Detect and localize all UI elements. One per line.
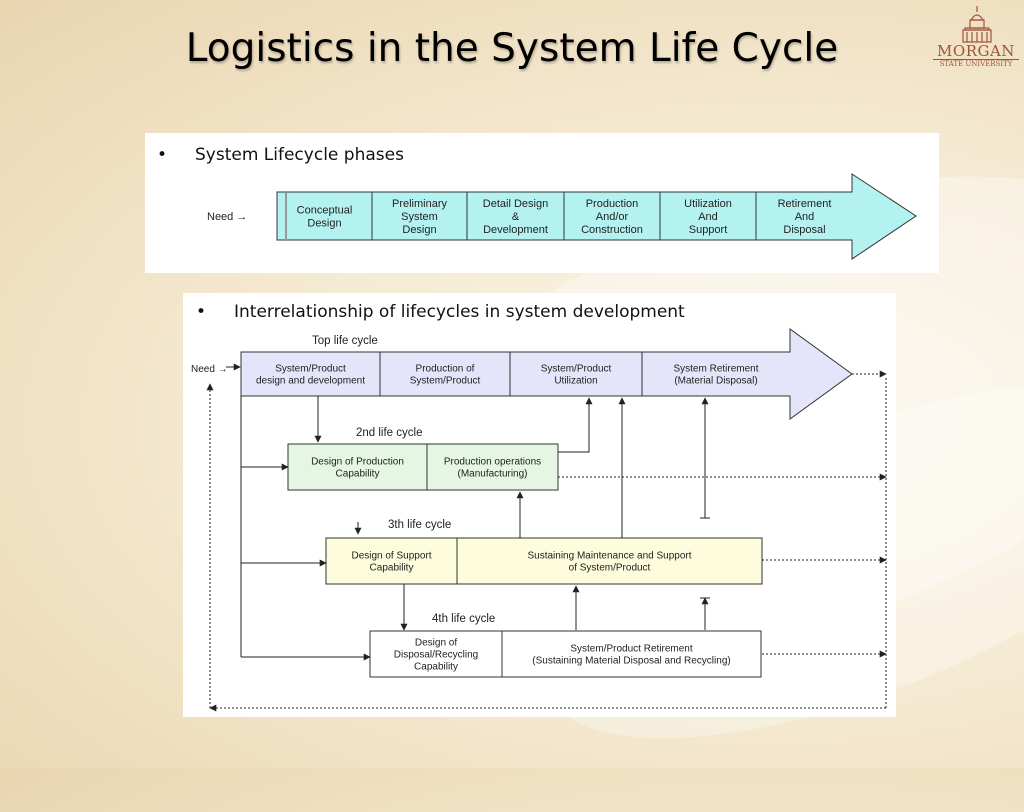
second-cycle-box [426, 443, 559, 491]
top-cycle-label: System Retirement [673, 364, 758, 375]
lifecycle-diagram: Need → ConceptualDesignPreliminarySystem… [191, 173, 917, 712]
third-life-cycle-title: 3th life cycle [388, 519, 451, 531]
phase-label: Development [483, 224, 548, 236]
second-life-cycle-title: 2nd life cycle [356, 427, 422, 439]
phase-label: Design [402, 224, 436, 236]
top-cycle-label: Production of [416, 364, 475, 375]
slide-title: Logistics in the System Life Cycle [185, 26, 839, 71]
phase-label: And [698, 211, 718, 223]
third-cycle-box [325, 537, 458, 585]
phase-label: Detail Design [483, 198, 548, 210]
bullet-mark: • [157, 145, 168, 165]
top-cycle-label: System/Product [275, 364, 346, 375]
phase-label: Disposal [783, 224, 825, 236]
phase-label: & [512, 211, 520, 223]
need-label: Need → [191, 364, 228, 375]
connector-lines [226, 363, 710, 661]
third-cycle-label: of System/Product [569, 563, 651, 574]
third-cycle-label: Sustaining Maintenance and Support [527, 551, 691, 562]
fourth-cycle-label: System/Product Retirement [570, 644, 692, 655]
phase-label: And/or [596, 211, 629, 223]
phase-label: Utilization [684, 198, 732, 210]
second-cycle-label: Design of Production [311, 457, 404, 468]
top-life-cycle-arrow [240, 328, 853, 420]
top-life-cycle-title: Top life cycle [312, 335, 378, 347]
phase-label: Production [586, 198, 639, 210]
university-logo-icon [962, 6, 992, 43]
phase-label: And [795, 211, 815, 223]
fourth-cycle-label: Disposal/Recycling [394, 650, 478, 661]
phase-label: System [401, 211, 438, 223]
second-cycle-label: Production operations [444, 457, 541, 468]
need-label: Need → [207, 211, 247, 223]
phase-label: Construction [581, 224, 643, 236]
fourth-cycle-box [501, 630, 762, 678]
phases-heading: System Lifecycle phases [195, 145, 404, 165]
fourth-cycle-label: (Sustaining Material Disposal and Recycl… [532, 656, 730, 667]
top-cycle-label: design and development [256, 376, 365, 387]
phase-label: Design [307, 217, 341, 229]
top-cycle-label: (Material Disposal) [674, 376, 757, 387]
third-cycle-box [456, 537, 763, 585]
top-cycle-label: Utilization [554, 376, 597, 387]
second-cycle-label: Capability [336, 469, 380, 480]
fourth-cycle-label: Capability [414, 662, 458, 673]
phase-label: Preliminary [392, 198, 448, 210]
feedback-lines [206, 370, 887, 712]
top-cycle-label: System/Product [541, 364, 612, 375]
fourth-cycle-label: Design of [415, 638, 457, 649]
phases-bullet-heading: • System Lifecycle phases [157, 145, 404, 165]
fourth-cycle-box [369, 630, 503, 678]
logo-wordmark: MORGAN STATE UNIVERSITY [933, 44, 1019, 68]
phase-label: Support [689, 224, 728, 236]
logo-subtitle: STATE UNIVERSITY [933, 59, 1019, 68]
second-cycle-box [287, 443, 428, 491]
interrelationship-heading: Interrelationship of lifecycles in syste… [234, 302, 685, 322]
logo-name: MORGAN [937, 42, 1015, 60]
third-cycle-label: Design of Support [351, 551, 431, 562]
phase-label: Conceptual [297, 204, 353, 216]
bullet-mark: • [196, 302, 207, 322]
third-cycle-label: Capability [370, 563, 414, 574]
second-cycle-label: (Manufacturing) [457, 469, 527, 480]
interrelationship-bullet-heading: • Interrelationship of lifecycles in syst… [196, 302, 685, 322]
phase-label: Retirement [778, 198, 832, 210]
fourth-life-cycle-title: 4th life cycle [432, 613, 495, 625]
top-cycle-label: System/Product [410, 376, 481, 387]
